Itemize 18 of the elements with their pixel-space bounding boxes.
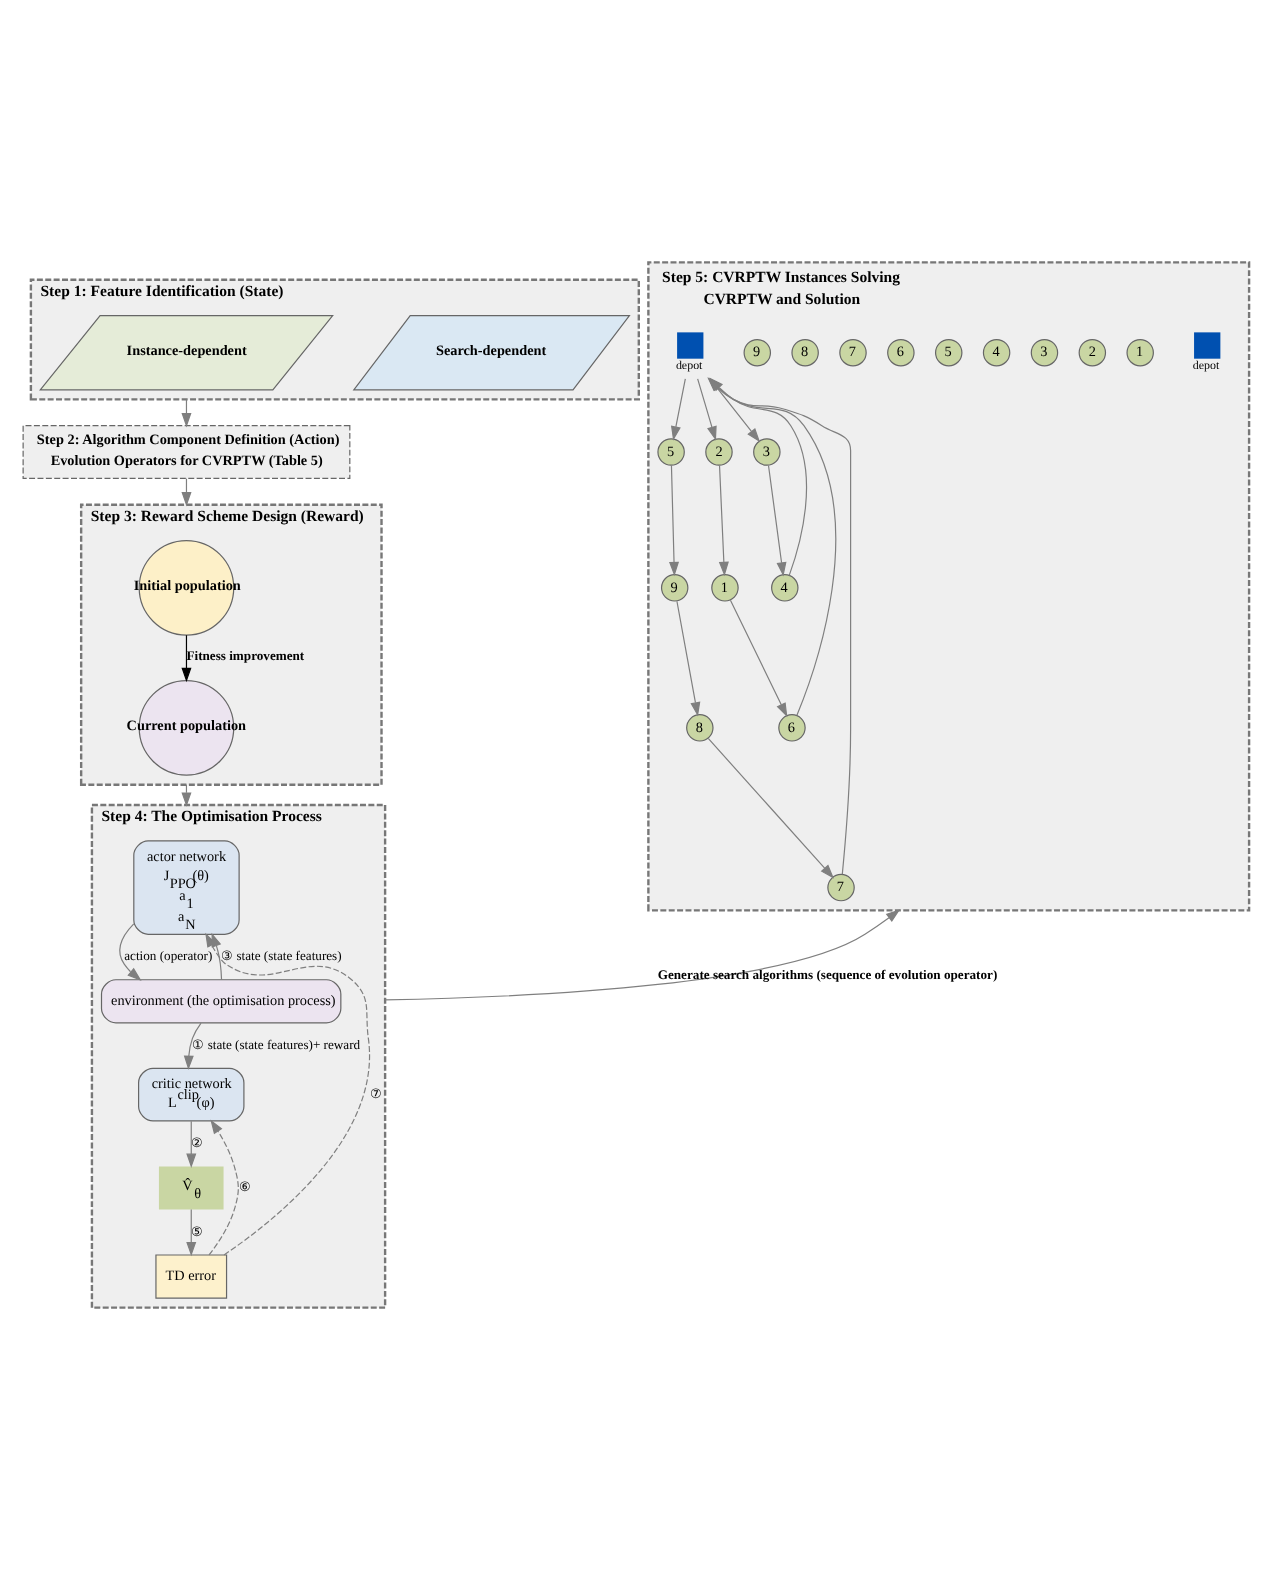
arrow <box>211 932 223 981</box>
node-box <box>677 332 704 359</box>
arrow <box>186 1209 197 1257</box>
arrow <box>670 378 686 441</box>
arrow <box>181 634 192 683</box>
arrow <box>707 737 835 879</box>
arrow <box>718 464 729 577</box>
arrow <box>729 599 788 718</box>
arrow <box>384 909 901 1001</box>
node-box <box>1194 332 1221 359</box>
arrow <box>669 464 680 577</box>
arrow <box>186 1120 197 1168</box>
arrow <box>767 464 787 577</box>
arrow <box>676 600 701 717</box>
arrow <box>183 1022 202 1070</box>
arrow <box>119 923 142 981</box>
arrow <box>208 1119 239 1256</box>
arrow <box>697 378 717 441</box>
